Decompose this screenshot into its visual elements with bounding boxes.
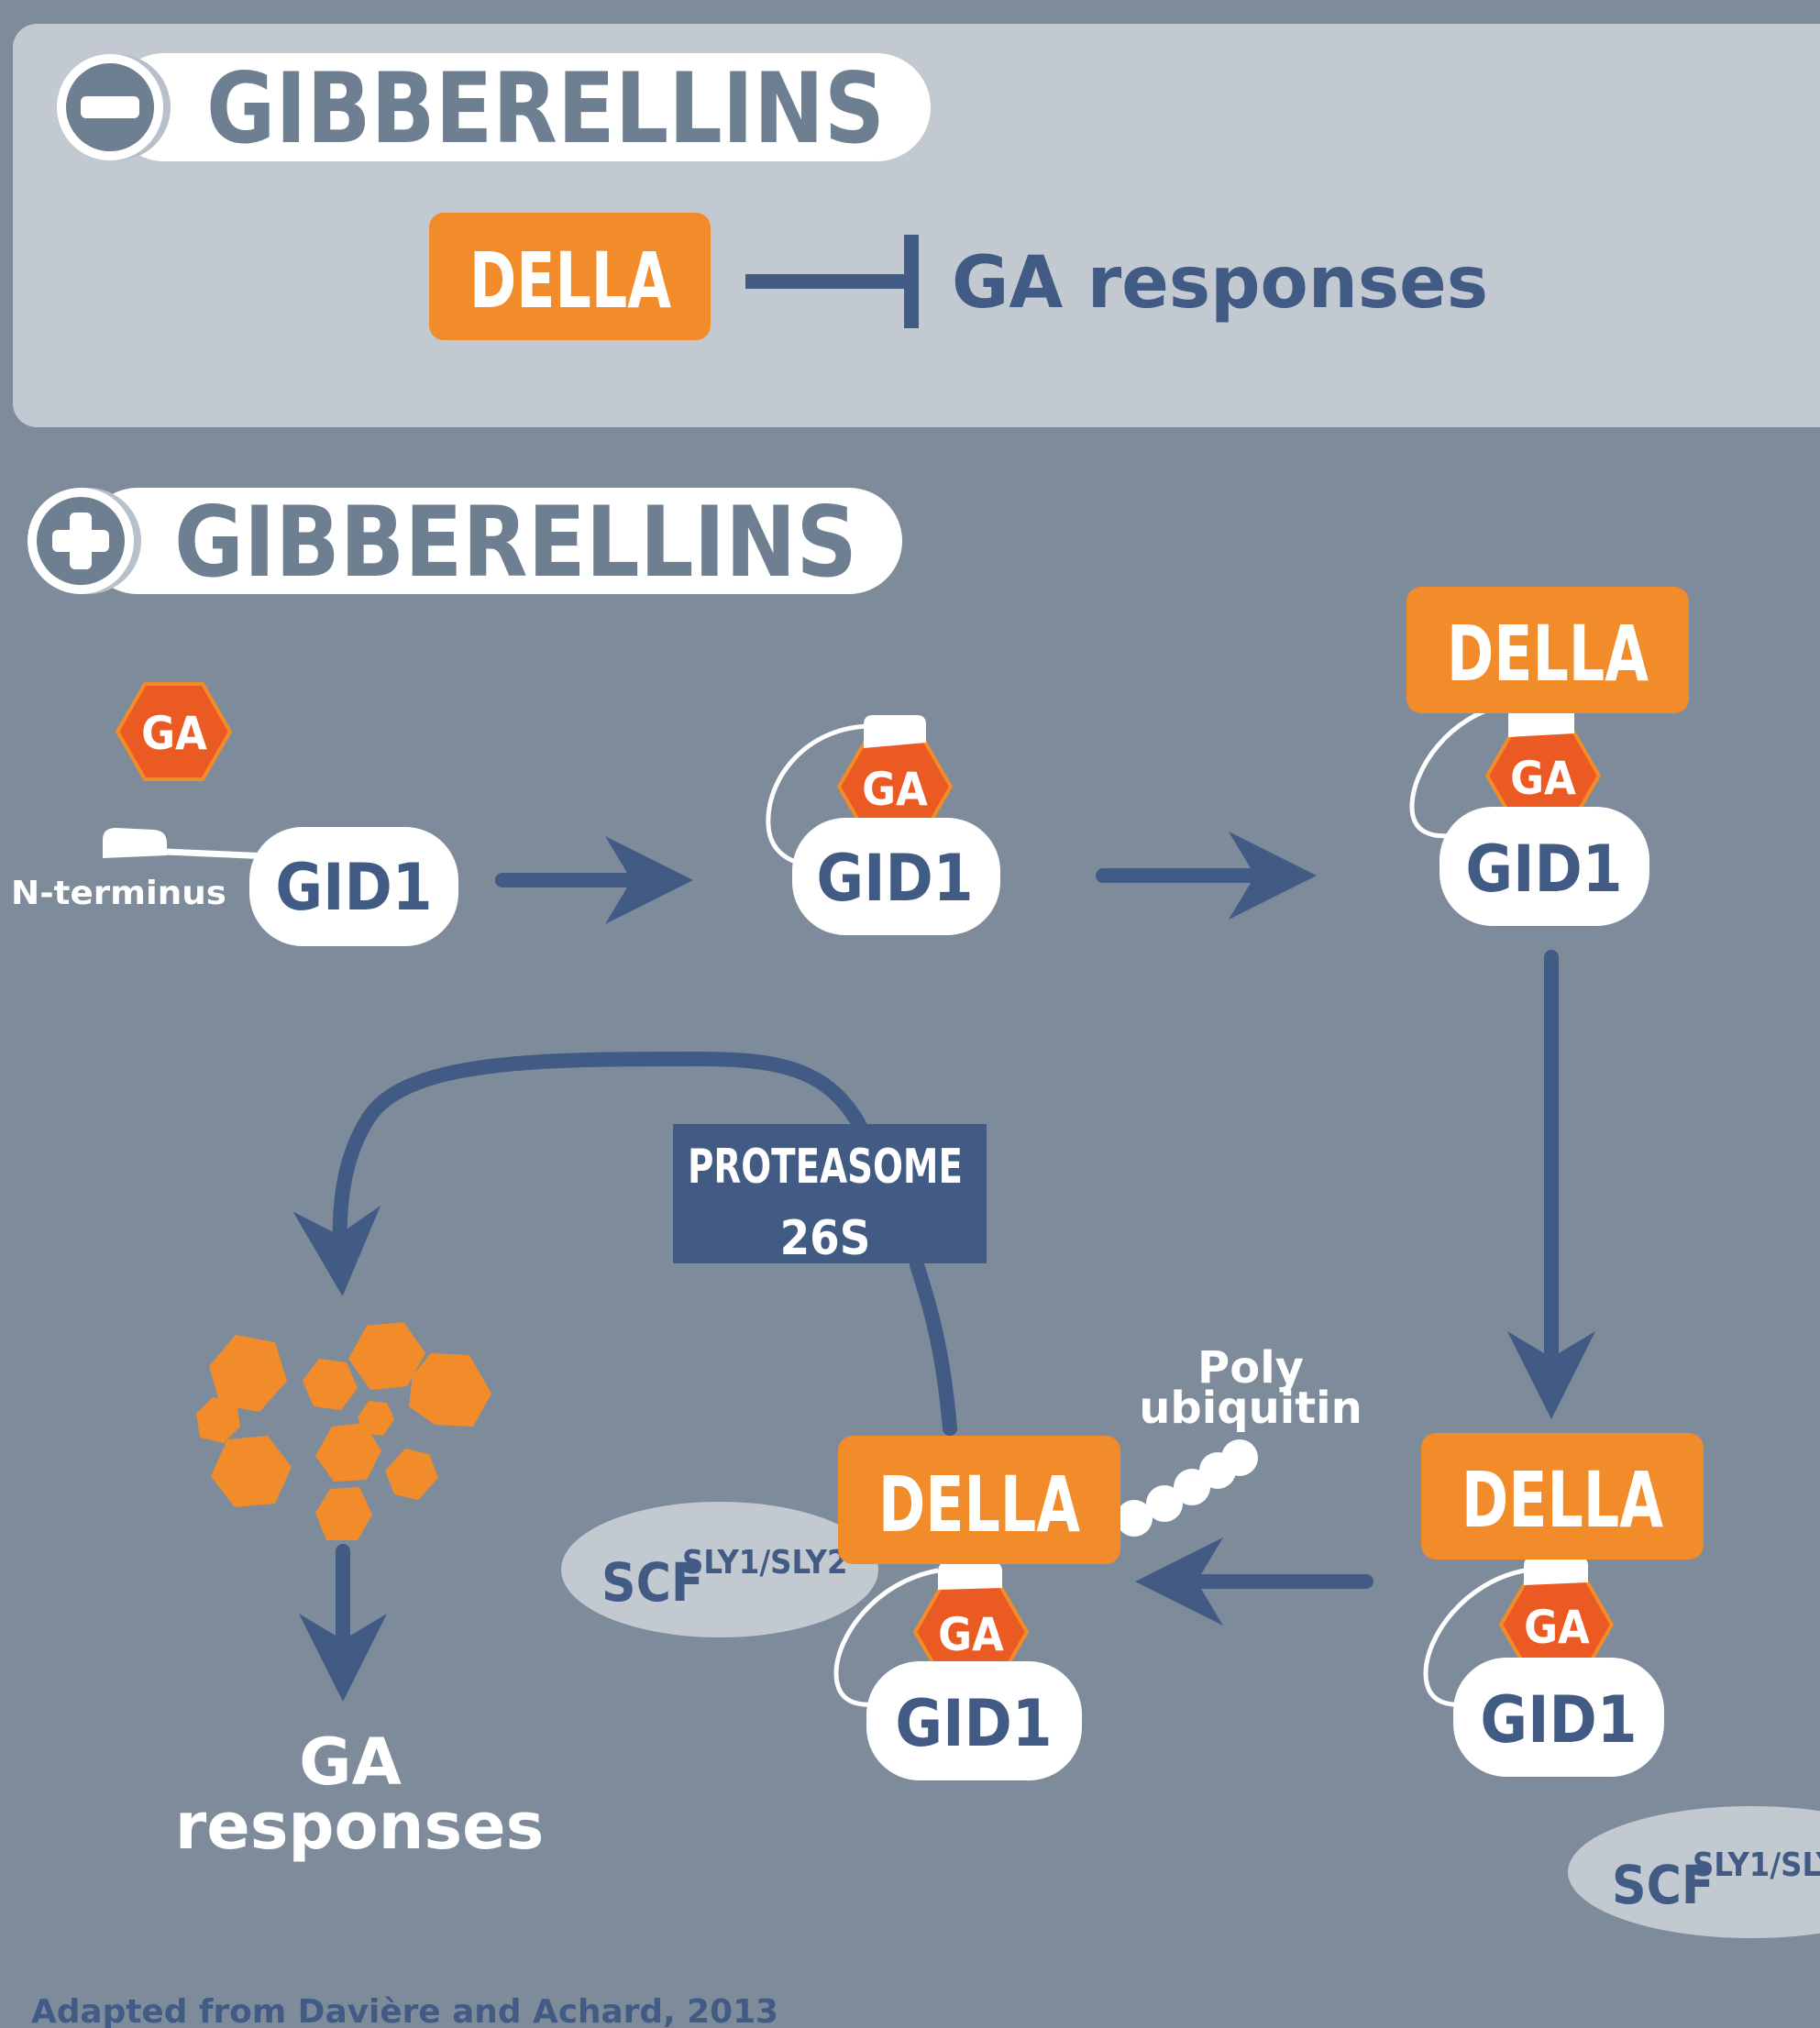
n-terminus-lid	[1524, 1557, 1588, 1585]
della-box	[1421, 1433, 1704, 1560]
scf-label: SCF	[1612, 1854, 1715, 1916]
inhibition-bar-icon	[745, 235, 919, 328]
ubiquitin-label: ubiquitin	[1139, 1383, 1362, 1434]
gid1-label: GID1	[895, 1686, 1052, 1761]
gid1-label: GID1	[275, 850, 432, 925]
della-label: DELLA	[1447, 609, 1649, 699]
minus-circle-icon	[57, 54, 171, 160]
proteasome-box: PROTEASOME 26S	[673, 1124, 987, 1266]
della-label: DELLA	[469, 236, 671, 325]
title-pill-background	[110, 53, 931, 161]
minus-title: GIBBERELLINS	[206, 52, 885, 165]
scf-complex-right: SCF SLY1/SLY2	[1568, 1806, 1820, 1938]
della-ga-gid1-complex-middle: GA DELLA GID1	[833, 1436, 1120, 1780]
proteasome-26s-label: 26S	[780, 1211, 871, 1266]
minus-gibberellins-panel: GIBBERELLINS DELLA GA responses	[13, 24, 1820, 427]
della-box	[1406, 587, 1689, 713]
gid1-receptor	[1439, 807, 1649, 926]
gid1-receptor	[1453, 1658, 1664, 1777]
scf-superscript: SLY1/SLY2	[682, 1544, 848, 1582]
della-ga-gid1-complex-top: GA DELLA GID1	[1406, 587, 1689, 926]
n-terminus-lid	[938, 1562, 1002, 1590]
gid1-label: GID1	[1465, 832, 1622, 907]
gid1-receptor	[866, 1661, 1082, 1780]
degradation-arrow	[292, 1051, 869, 1296]
ga-responses-line2: responses	[175, 1789, 545, 1864]
ga-responses-line1: GA	[299, 1725, 402, 1800]
della-label: DELLA	[878, 1460, 1080, 1549]
ga-label: GA	[141, 707, 207, 760]
gid1-receptor-1: GID1	[249, 827, 458, 946]
proteasome-connector	[910, 1258, 957, 1436]
n-terminus-label: N-terminus	[11, 875, 226, 912]
title-pill-background	[84, 488, 902, 594]
plus-circle-icon	[28, 488, 141, 594]
scf-label: SCF	[601, 1551, 704, 1614]
minus-title-pill: GIBBERELLINS	[57, 52, 931, 165]
della-box	[838, 1436, 1120, 1564]
ga-label: GA	[938, 1608, 1004, 1661]
degraded-della-fragments	[196, 1322, 491, 1540]
free-ga-hexagon: GA	[115, 682, 233, 781]
ga-responses-label: GA responses	[952, 242, 1488, 325]
gid1-label: GID1	[816, 841, 973, 916]
n-terminus-lid	[864, 715, 926, 748]
ga-label: GA	[1524, 1601, 1590, 1654]
poly-label: Poly	[1197, 1342, 1304, 1394]
polyubiquitin-chain	[1116, 1439, 1258, 1537]
ga-label: GA	[862, 763, 928, 816]
n-terminus-lid	[1508, 706, 1574, 737]
scf-complex-middle: SCF SLY1/SLY2	[561, 1502, 878, 1637]
gid1-label: GID1	[1480, 1682, 1637, 1758]
della-ga-gid1-complex-right: GA DELLA GID1	[1421, 1433, 1704, 1777]
della-label: DELLA	[1462, 1455, 1663, 1545]
scf-superscript: SLY1/SLY2	[1693, 1846, 1820, 1884]
ga-label: GA	[1510, 752, 1576, 805]
plus-title: GIBBERELLINS	[174, 486, 857, 599]
proteasome-label: PROTEASOME	[688, 1140, 963, 1195]
gid1-ga-complex: GA GID1	[766, 715, 1000, 935]
citation-footer: Adapted from Davière and Achard, 2013	[31, 1993, 778, 2028]
n-terminus-lid	[103, 828, 274, 860]
della-box-minus: DELLA	[429, 213, 711, 340]
plus-title-pill: GIBBERELLINS	[28, 486, 902, 599]
